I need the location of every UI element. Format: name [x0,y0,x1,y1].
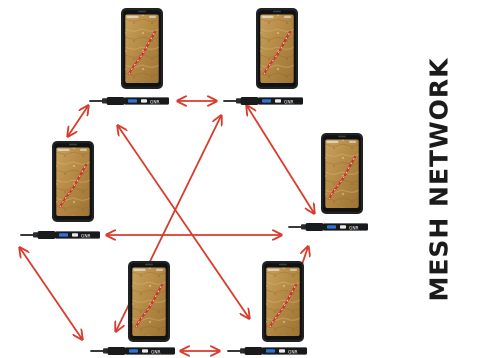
gnss-receiver-icon: GNR [288,223,368,231]
receiver-label: GNR [349,225,359,231]
receiver-label: GNR [284,99,294,105]
top-right-to-middle-right-arrow [247,106,314,213]
phone-map-icon [126,259,172,344]
phone-map-icon [260,259,306,344]
phone-map-icon [254,6,300,91]
node-top-left: GNR [89,6,169,105]
gnss-receiver-icon: GNR [89,97,169,105]
receiver-label: GNR [150,99,160,105]
receiver-label: GNR [81,233,91,239]
top-left-to-middle-left-arrow [68,106,88,136]
gnss-receiver-icon: GNR [90,347,175,355]
node-middle-left: GNR [20,139,100,239]
node-bottom-left: GNR [90,259,175,355]
receiver-label: GNR [288,349,298,355]
node-bottom-right: GNR [227,259,307,355]
gnss-receiver-icon: GNR [223,97,303,105]
middle-left-to-bottom-left-arrow [20,248,82,339]
node-top-right: GNR [223,6,303,105]
phone-map-icon [119,6,165,91]
gnss-receiver-icon: GNR [227,347,307,355]
phone-map-icon [319,131,365,216]
node-middle-right: GNR [288,131,368,231]
gnss-receiver-icon: GNR [20,231,100,239]
phone-map-icon [50,139,96,224]
receiver-label: GNR [151,349,161,355]
